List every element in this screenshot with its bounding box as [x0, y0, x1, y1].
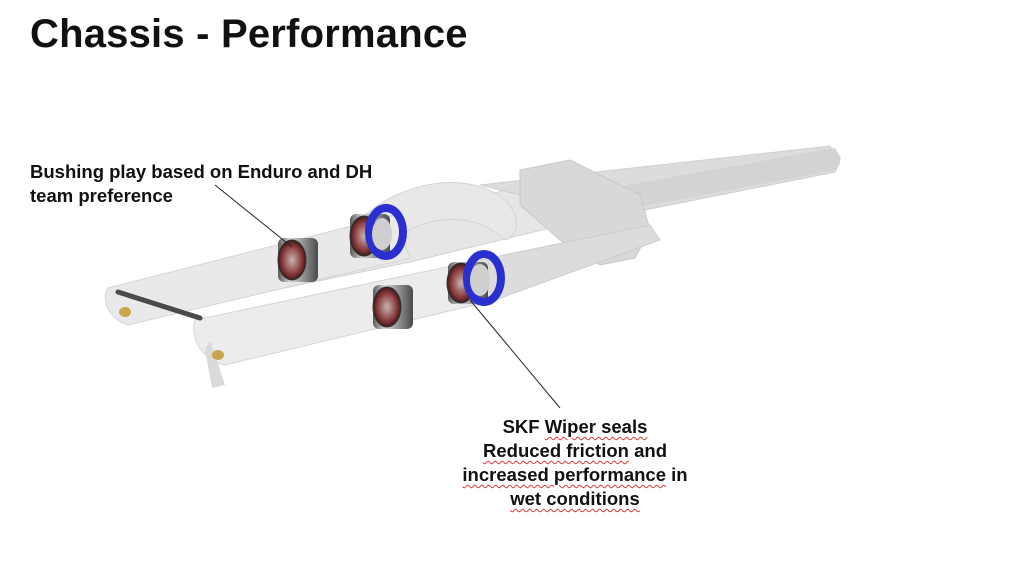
axle-bolt-icon	[119, 307, 131, 317]
seals-condition: wet conditions	[510, 488, 640, 509]
callout-seals-line1: SKF Wiper seals	[440, 415, 710, 439]
slide-title: Chassis - Performance	[30, 12, 468, 56]
callout-seals-line4: wet conditions	[440, 487, 710, 511]
seal-rear	[365, 204, 407, 260]
leader-line-bushing	[214, 184, 293, 248]
seals-benefit-performance: increased performance	[462, 464, 666, 485]
fork-lower-leg-rear	[104, 214, 411, 326]
callout-seals-line3: increased performance in	[440, 463, 710, 487]
seals-benefit-friction: Reduced friction	[483, 440, 629, 461]
bushing-rear-lower	[277, 238, 318, 282]
callout-seals-line2: Reduced friction and	[440, 439, 710, 463]
seals-brand: SKF	[502, 416, 545, 437]
callout-bushing: Bushing play based on Enduro and DH team…	[30, 160, 372, 208]
leader-line-seals	[469, 299, 561, 409]
seals-preposition: in	[666, 464, 688, 485]
callout-bushing-line2: team preference	[30, 185, 173, 206]
thru-axle	[115, 289, 203, 321]
seal-front	[463, 250, 505, 306]
callout-bushing-line1: Bushing play based on Enduro and DH	[30, 161, 373, 182]
bushing-front-lower	[372, 285, 413, 329]
seals-conjunction: and	[628, 440, 667, 461]
seals-product: Wiper seals	[544, 416, 648, 437]
callout-seals: SKF Wiper seals Reduced friction and inc…	[440, 415, 710, 511]
axle-bolt-icon	[212, 350, 224, 360]
